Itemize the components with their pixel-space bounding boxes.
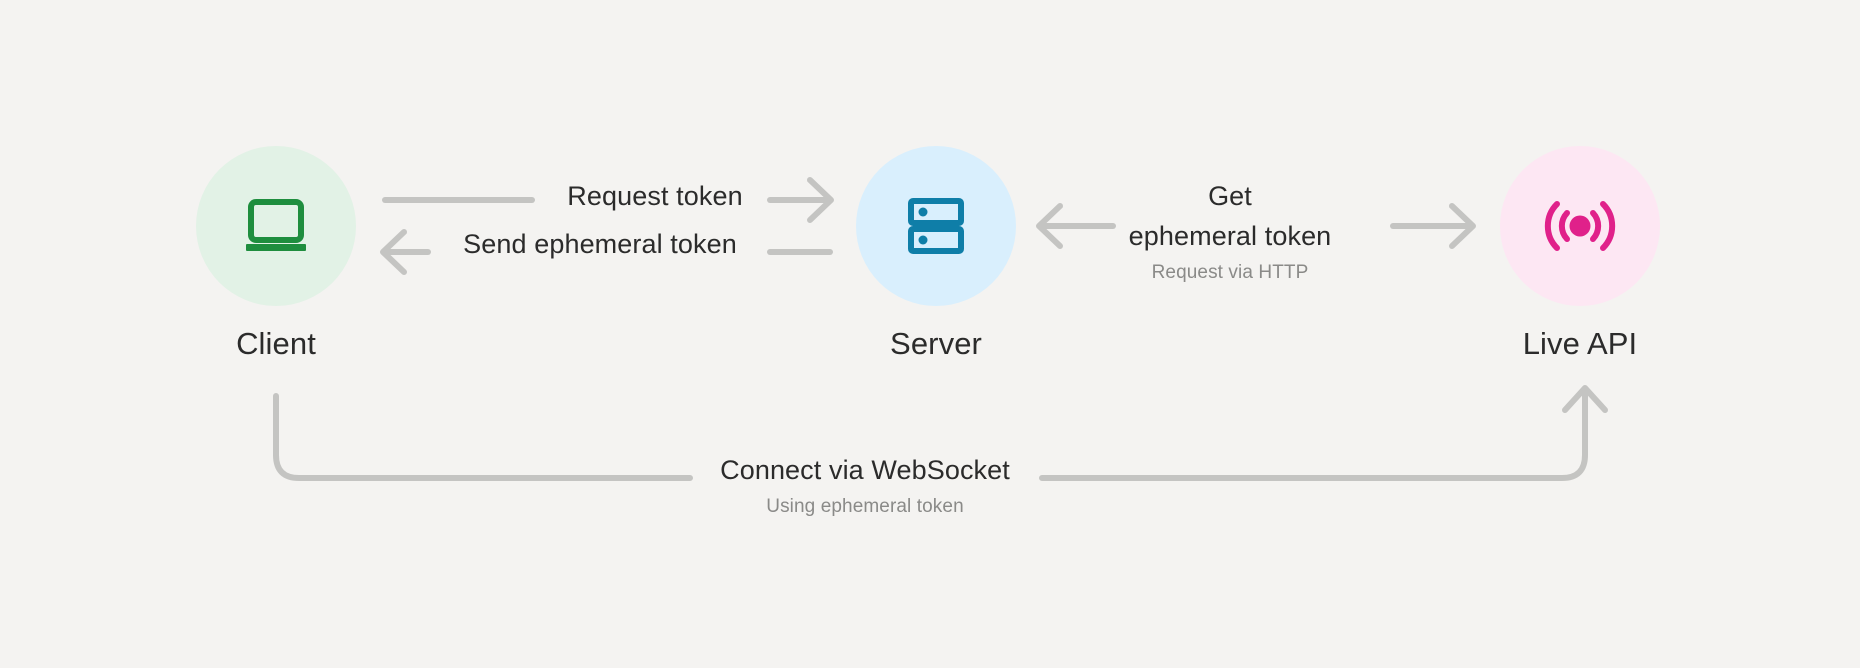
edge-label-request-token: Request token [555,176,755,216]
edge-label-get-ephemeral-token-line1: Get [1208,181,1252,211]
node-client[interactable]: Client [196,146,356,362]
node-server-circle [856,146,1016,306]
arrowhead-right-icon [807,177,834,223]
node-server-label: Server [890,326,982,361]
node-live-api[interactable]: Live API [1500,146,1660,362]
edge-sublabel-request-via-http: Request via HTTP [1151,262,1309,283]
node-client-label: Client [236,326,316,361]
connector-path-left [273,393,693,481]
edge-label-get-ephemeral-token: Get ephemeral token Request via HTTP [1120,176,1340,286]
connector-get-token-left-arrow [1036,203,1116,249]
edge-label-get-ephemeral-token-line2: ephemeral token [1128,221,1332,251]
connector-request-token [382,177,834,223]
edge-label-connect-websocket-title: Connect via WebSocket [720,455,1010,485]
node-live-api-label: Live API [1522,326,1638,361]
arrowhead-left-icon [380,229,407,275]
arrowhead-up-icon [1562,385,1608,413]
edge-label-send-ephemeral-token-title: Send ephemeral token [463,229,737,259]
connector-connect-websocket [273,385,1608,481]
arrowhead-left-icon [1036,203,1063,249]
edge-label-connect-websocket: Connect via WebSocket Using ephemeral to… [700,450,1030,520]
connector-send-ephemeral-token [380,229,833,275]
broadcast-icon [1544,201,1616,251]
edge-sublabel-using-ephemeral-token: Using ephemeral token [766,496,964,517]
arrowhead-right-icon [1449,203,1476,249]
connector-path-right [1039,387,1588,481]
node-live-api-circle [1500,146,1660,306]
edge-label-send-ephemeral-token: Send ephemeral token [440,224,760,264]
node-client-circle [196,146,356,306]
node-server[interactable]: Server [856,146,1016,362]
edge-label-request-token-title: Request token [567,181,743,211]
connector-get-token-right-arrow [1390,203,1476,249]
server-icon [908,198,964,254]
laptop-icon [246,199,306,251]
